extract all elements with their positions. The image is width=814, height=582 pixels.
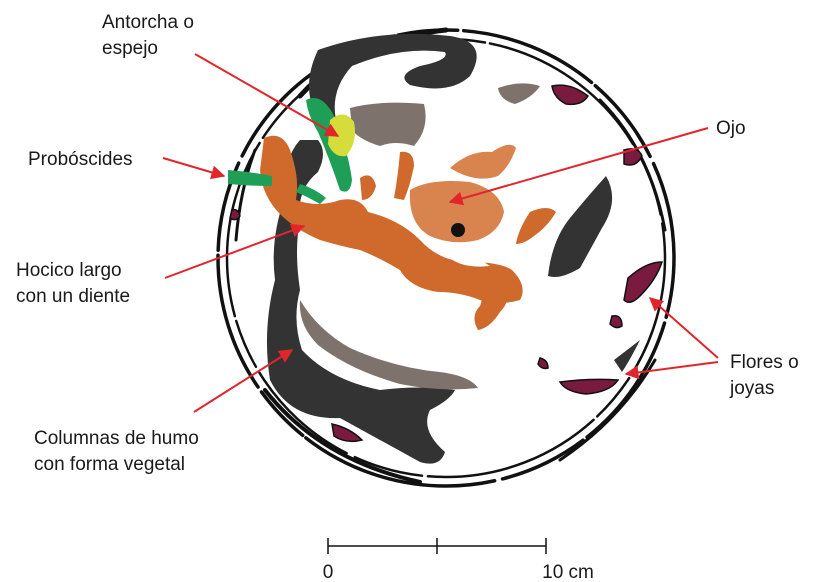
smoke-column-grey (350, 103, 426, 146)
scale-start-label: 0 (323, 562, 334, 582)
label-eye: Ojo (716, 118, 746, 139)
label-smoke: Columnas de humo con forma vegetal (34, 428, 204, 475)
torch-mirror (328, 114, 355, 156)
arrow-flowers (626, 362, 718, 374)
scale-bar (328, 538, 546, 554)
eye-brow (450, 145, 516, 179)
smoke-column-grey (498, 83, 540, 104)
smoke-column-dark (548, 176, 612, 277)
label-flowers: Flores o joyas (729, 352, 804, 399)
label-snout: Hocico largo con un diente (16, 260, 130, 307)
eye-pupil (451, 223, 465, 237)
scale-end-label: 10 cm (542, 562, 594, 582)
arrow-flowers (650, 298, 718, 358)
label-torch: Antorcha o espejo (102, 12, 199, 59)
arrow-proboscis (163, 158, 224, 176)
label-proboscis: Probóscides (28, 149, 133, 170)
